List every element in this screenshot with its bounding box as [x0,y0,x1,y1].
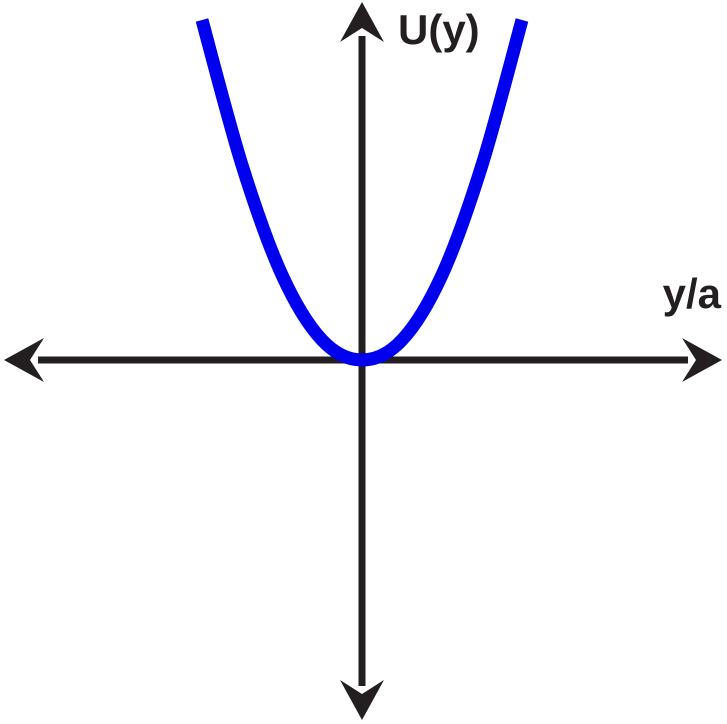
x-axis-left-arrow-icon [4,338,44,382]
x-axis-label: y/a [663,270,722,317]
y-axis-down-arrow-icon [340,680,384,720]
y-axis-up-arrow-icon [340,2,384,42]
x-axis-right-arrow-icon [682,338,722,382]
potential-curve [195,18,529,367]
y-axis-label: U(y) [398,6,480,53]
